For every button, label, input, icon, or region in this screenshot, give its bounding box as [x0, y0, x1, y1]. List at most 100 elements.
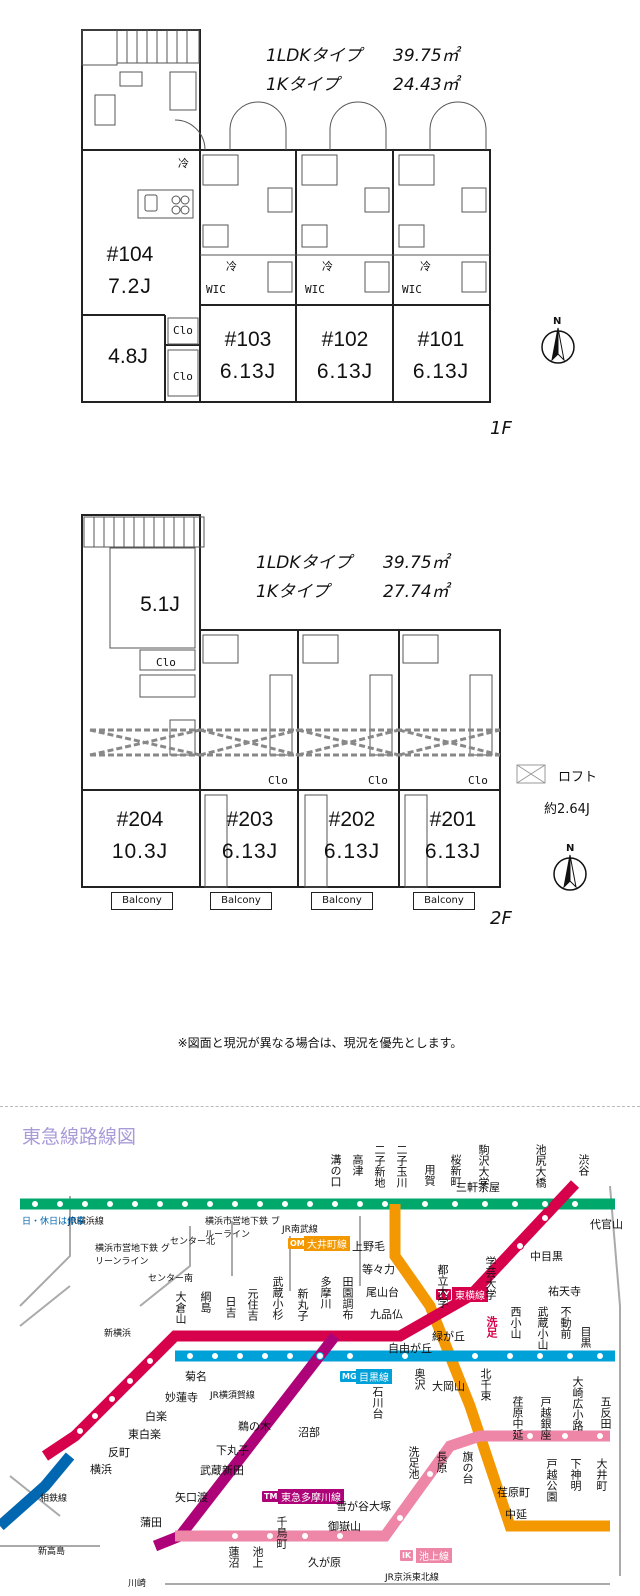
balcony-label: Balcony	[111, 892, 173, 910]
station-label: 大崎広小路	[571, 1376, 584, 1431]
station-label: 上野毛	[352, 1240, 385, 1253]
line-label: 相鉄線	[40, 1494, 68, 1504]
station-label: 川崎	[128, 1579, 147, 1589]
area-1k-1f: 24.43㎡	[393, 75, 459, 95]
station-label: 武蔵小杉	[271, 1276, 284, 1320]
station-label: 洗足	[485, 1316, 498, 1338]
station-label: 戸越銀座	[539, 1396, 552, 1440]
station-label: 荏原町	[497, 1486, 530, 1499]
floor-plan-2f: 1LDKタイプ 39.75㎡ 1Kタイプ 27.74㎡ 5.1J #204 10…	[0, 500, 640, 950]
type-1ldk-label-2f: 1LDKタイプ	[256, 553, 352, 573]
closet-label: Clo	[173, 324, 193, 337]
station-label: 沼部	[298, 1426, 320, 1439]
station-label: 矢口渡	[175, 1491, 208, 1504]
room-number: #103	[224, 328, 272, 351]
room-size: 6.13J	[221, 840, 279, 863]
station-label: 二子新地	[373, 1144, 386, 1188]
meguro-badge: MG	[340, 1371, 359, 1382]
closet-label: Clo	[468, 774, 488, 787]
room-201: #201 6.13J	[413, 808, 493, 864]
station-label: 駒沢大学	[477, 1144, 490, 1188]
jr-line-label: JR横浜線	[68, 1217, 104, 1227]
jr-line-label: JR京浜東北線	[385, 1573, 439, 1583]
station-label: 代官山	[590, 1218, 623, 1231]
wic-label: WIC	[305, 283, 325, 296]
station-label: 緑が丘	[432, 1330, 465, 1343]
station-label: 日吉	[224, 1296, 237, 1318]
room-size: 6.13J	[424, 840, 482, 863]
area-1ldk-2f: 39.75㎡	[383, 553, 449, 573]
station-label: 多摩川	[319, 1276, 332, 1309]
station-label: 学芸大学	[484, 1256, 497, 1300]
station-label: 下丸子	[216, 1444, 249, 1457]
ikegami-line-label: 池上線	[416, 1548, 452, 1563]
room-103: #103 6.13J	[205, 328, 291, 384]
station-label: 蒲田	[140, 1516, 162, 1529]
station-label: 五反田	[599, 1396, 612, 1429]
station-label: 下神明	[569, 1458, 582, 1491]
wic-label: WIC	[206, 283, 226, 296]
station-label: 白楽	[145, 1410, 167, 1423]
station-label: 尾山台	[366, 1286, 399, 1299]
station-label: 妙蓮寺	[165, 1391, 198, 1404]
area-1ldk-1f: 39.75㎡	[393, 46, 459, 66]
ikegami-badge: IK	[400, 1550, 414, 1561]
route-map: 東急線路線図	[0, 1106, 640, 1596]
balcony-label: Balcony	[413, 892, 475, 910]
type-1k-label-2f: 1Kタイプ	[256, 582, 329, 602]
station-label: 横浜	[90, 1463, 112, 1476]
station-label: 中延	[505, 1508, 527, 1521]
room-204: #204 10.3J	[100, 808, 180, 864]
station-label: 高津	[351, 1154, 364, 1176]
type-1k-label-1f: 1Kタイプ	[266, 75, 339, 95]
station-label: 東白楽	[128, 1428, 161, 1441]
station-label: 祐天寺	[548, 1285, 581, 1298]
room-102: #102 6.13J	[302, 328, 388, 384]
station-label: 荏原中延	[511, 1396, 524, 1440]
station-label: 池上	[251, 1546, 264, 1568]
closet-label: Clo	[156, 656, 176, 669]
station-label: 自由が丘	[388, 1342, 432, 1355]
floorplan-1f-drawing	[81, 29, 575, 403]
station-label: 奥沢	[413, 1368, 426, 1390]
room-number: #101	[417, 328, 465, 351]
balcony-label: Balcony	[311, 892, 373, 910]
type-1ldk-label-1f: 1LDKタイプ	[266, 46, 362, 66]
station-label: 武蔵小山	[536, 1306, 549, 1350]
station-label: 菊名	[185, 1370, 207, 1383]
oimachi-line-label: 大井町線	[304, 1236, 350, 1251]
station-label: 中目黒	[530, 1250, 563, 1263]
room-101: #101 6.13J	[398, 328, 484, 384]
station-label: 新高島	[38, 1547, 66, 1557]
north-label: N	[553, 316, 562, 327]
toyoko-badge: TY	[436, 1289, 452, 1300]
station-label: 綱島	[199, 1291, 212, 1313]
station-label: 新横浜	[104, 1329, 132, 1339]
station-label: 雪が谷大塚	[336, 1500, 391, 1513]
room-size: 10.3J	[111, 840, 169, 863]
north-arrow-2f	[553, 854, 587, 891]
room-size: 6.13J	[323, 840, 381, 863]
room-number: #104	[106, 243, 154, 266]
station-label: 不動前	[559, 1306, 572, 1339]
room-number: #203	[226, 808, 274, 831]
fridge-label: 冷	[178, 157, 189, 170]
room-size: 7.2J	[108, 275, 152, 298]
station-label: 蓮沼	[227, 1546, 240, 1568]
floor-plan-1f: 1LDKタイプ 39.75㎡ 1Kタイプ 24.43㎡ #104 7.2J 4.…	[0, 0, 640, 450]
room-number: #202	[328, 808, 376, 831]
station-label: 千鳥町	[275, 1516, 288, 1549]
meguro-line-label: 目黒線	[356, 1369, 392, 1384]
room-number: #204	[116, 808, 164, 831]
station-label: 久が原	[308, 1556, 341, 1569]
fridge-label: 冷	[420, 260, 431, 273]
station-label: 二子玉川	[395, 1144, 408, 1188]
station-label: 溝の口	[329, 1154, 342, 1187]
station-label: 長原	[435, 1451, 448, 1473]
holiday-note: 日・休日は停車	[22, 1217, 86, 1227]
room-size: 4.8J	[108, 345, 148, 368]
station-label: 渋谷	[577, 1154, 590, 1176]
station-label: 大倉山	[174, 1291, 187, 1324]
station-label: 等々力	[362, 1263, 395, 1276]
station-label: 桜新町	[449, 1154, 462, 1187]
